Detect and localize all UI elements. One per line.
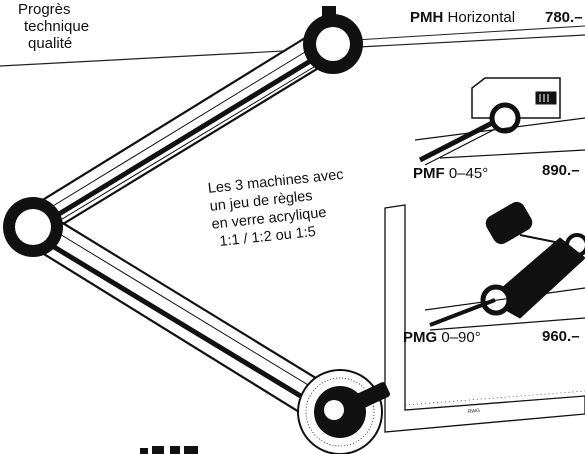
tagline-line-1: Progrès [18,1,71,18]
price-pmg: 960.– [542,328,580,345]
ruler-set: RWG [384,204,585,433]
pmh-inset-drawing [414,77,585,166]
top-divider [354,25,585,41]
pmg-inset-drawing [424,201,585,331]
model-code: PMF [413,165,445,182]
ruler-marking: RWG [468,408,481,415]
model-range: Horizontal [447,9,516,26]
model-label-pmg: PMG 0–90° [403,330,481,345]
model-range: 0–45° [448,165,489,182]
price-pmf: 890.– [542,162,580,179]
tagline-line-2: technique [24,18,90,35]
model-code: PMG [403,329,438,346]
price-pmh: 780.– [545,9,583,26]
tagline: Progrès technique qualité [18,1,89,52]
model-label-pmh: PMH Horizontal [410,10,515,25]
top-joint [303,6,363,74]
elbow-joint [3,197,63,257]
footer-logo-fragment [140,446,198,454]
tagline-line-3: qualité [28,35,73,52]
machine-description: Les 3 machines avec un jeu de règles en … [207,166,350,252]
machine-head [297,369,391,454]
model-range: 0–90° [441,329,481,346]
model-code: PMH [410,9,444,26]
model-label-pmf: PMF 0–45° [413,166,488,181]
